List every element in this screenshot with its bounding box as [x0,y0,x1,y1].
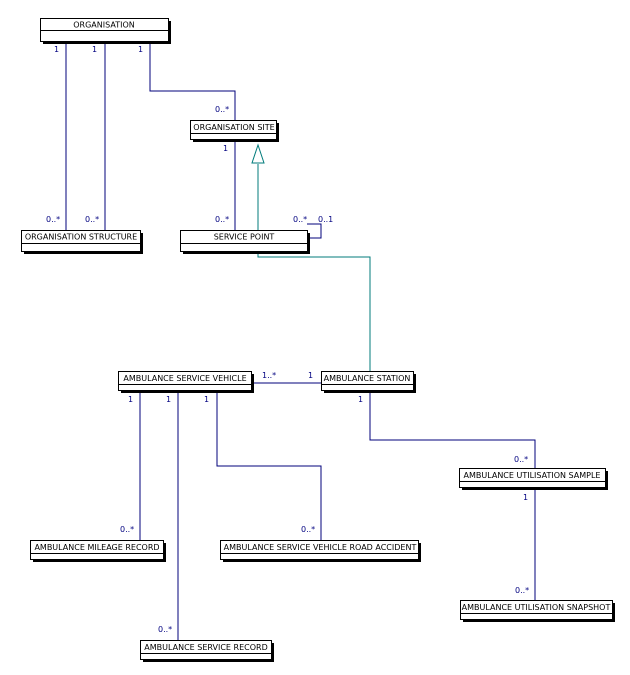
multiplicity-label: 1 [523,493,528,502]
assoc-station-sample [369,392,536,469]
multiplicity-label: 0..* [85,215,99,224]
class-organisation-structure[interactable]: ORGANISATION STRUCTURE [21,230,144,255]
class-name: ORGANISATION SITE [193,123,274,132]
generalization-arrowhead [251,143,265,164]
class-ambulance-service-vehicle-road-accident[interactable]: AMBULANCE SERVICE VEHICLE ROAD ACCIDENT [220,540,422,563]
association-lines [65,43,536,640]
multiplicity-label: 1 [166,395,171,404]
class-ambulance-mileage-record[interactable]: AMBULANCE MILEAGE RECORD [30,540,167,563]
multiplicity-label: 1..* [262,371,276,380]
multiplicity-label: 0..* [515,586,529,595]
class-name: AMBULANCE STATION [324,374,411,383]
multiplicity-label: 0..* [158,625,172,634]
class-name: SERVICE POINT [214,233,275,242]
multiplicity-label: 1 [204,395,209,404]
multiplicity-label: 0..* [215,105,229,114]
multiplicity-label: 1 [138,45,143,54]
class-name: AMBULANCE SERVICE VEHICLE ROAD ACCIDENT [224,543,417,552]
multiplicity-label: 1 [54,45,59,54]
class-name: ORGANISATION [73,21,134,30]
class-name: AMBULANCE SERVICE RECORD [144,643,267,652]
class-ambulance-station[interactable]: AMBULANCE STATION [321,371,417,394]
assoc-vehicle-road-accident [216,392,322,540]
class-ambulance-service-record[interactable]: AMBULANCE SERVICE RECORD [140,640,275,663]
multiplicity-label: 0..* [215,215,229,224]
class-name: AMBULANCE SERVICE VEHICLE [123,374,246,383]
class-name: ORGANISATION STRUCTURE [25,233,137,242]
multiplicity-label: 0..* [46,215,60,224]
multiplicity-label: 1 [223,144,228,153]
class-name: AMBULANCE UTILISATION SAMPLE [463,471,600,480]
class-ambulance-utilisation-snapshot[interactable]: AMBULANCE UTILISATION SNAPSHOT [460,600,616,623]
multiplicity-label: 0..* [301,525,315,534]
multiplicity-label: 0..1 [318,215,333,224]
assoc-service-point-self [307,223,322,239]
multiplicity-labels: 1 0..* 1 0..* 1 0..* 1 0..* 0..* 0..1 1.… [46,45,529,634]
generalization-line [257,164,371,374]
assoc-organisation-site [149,43,236,121]
multiplicity-label: 0..* [514,455,528,464]
generalization [251,143,371,374]
class-ambulance-utilisation-sample[interactable]: AMBULANCE UTILISATION SAMPLE [459,468,609,491]
class-service-point[interactable]: SERVICE POINT [180,230,311,255]
multiplicity-label: 1 [92,45,97,54]
multiplicity-label: 1 [358,395,363,404]
multiplicity-label: 0..* [120,525,134,534]
class-name: AMBULANCE UTILISATION SNAPSHOT [462,603,611,612]
multiplicity-label: 1 [128,395,133,404]
multiplicity-label: 1 [308,371,313,380]
class-organisation-site[interactable]: ORGANISATION SITE [190,120,280,143]
class-organisation[interactable]: ORGANISATION [40,18,172,45]
class-ambulance-service-vehicle[interactable]: AMBULANCE SERVICE VEHICLE [118,371,255,394]
class-name: AMBULANCE MILEAGE RECORD [34,543,159,552]
multiplicity-label: 0..* [293,215,307,224]
